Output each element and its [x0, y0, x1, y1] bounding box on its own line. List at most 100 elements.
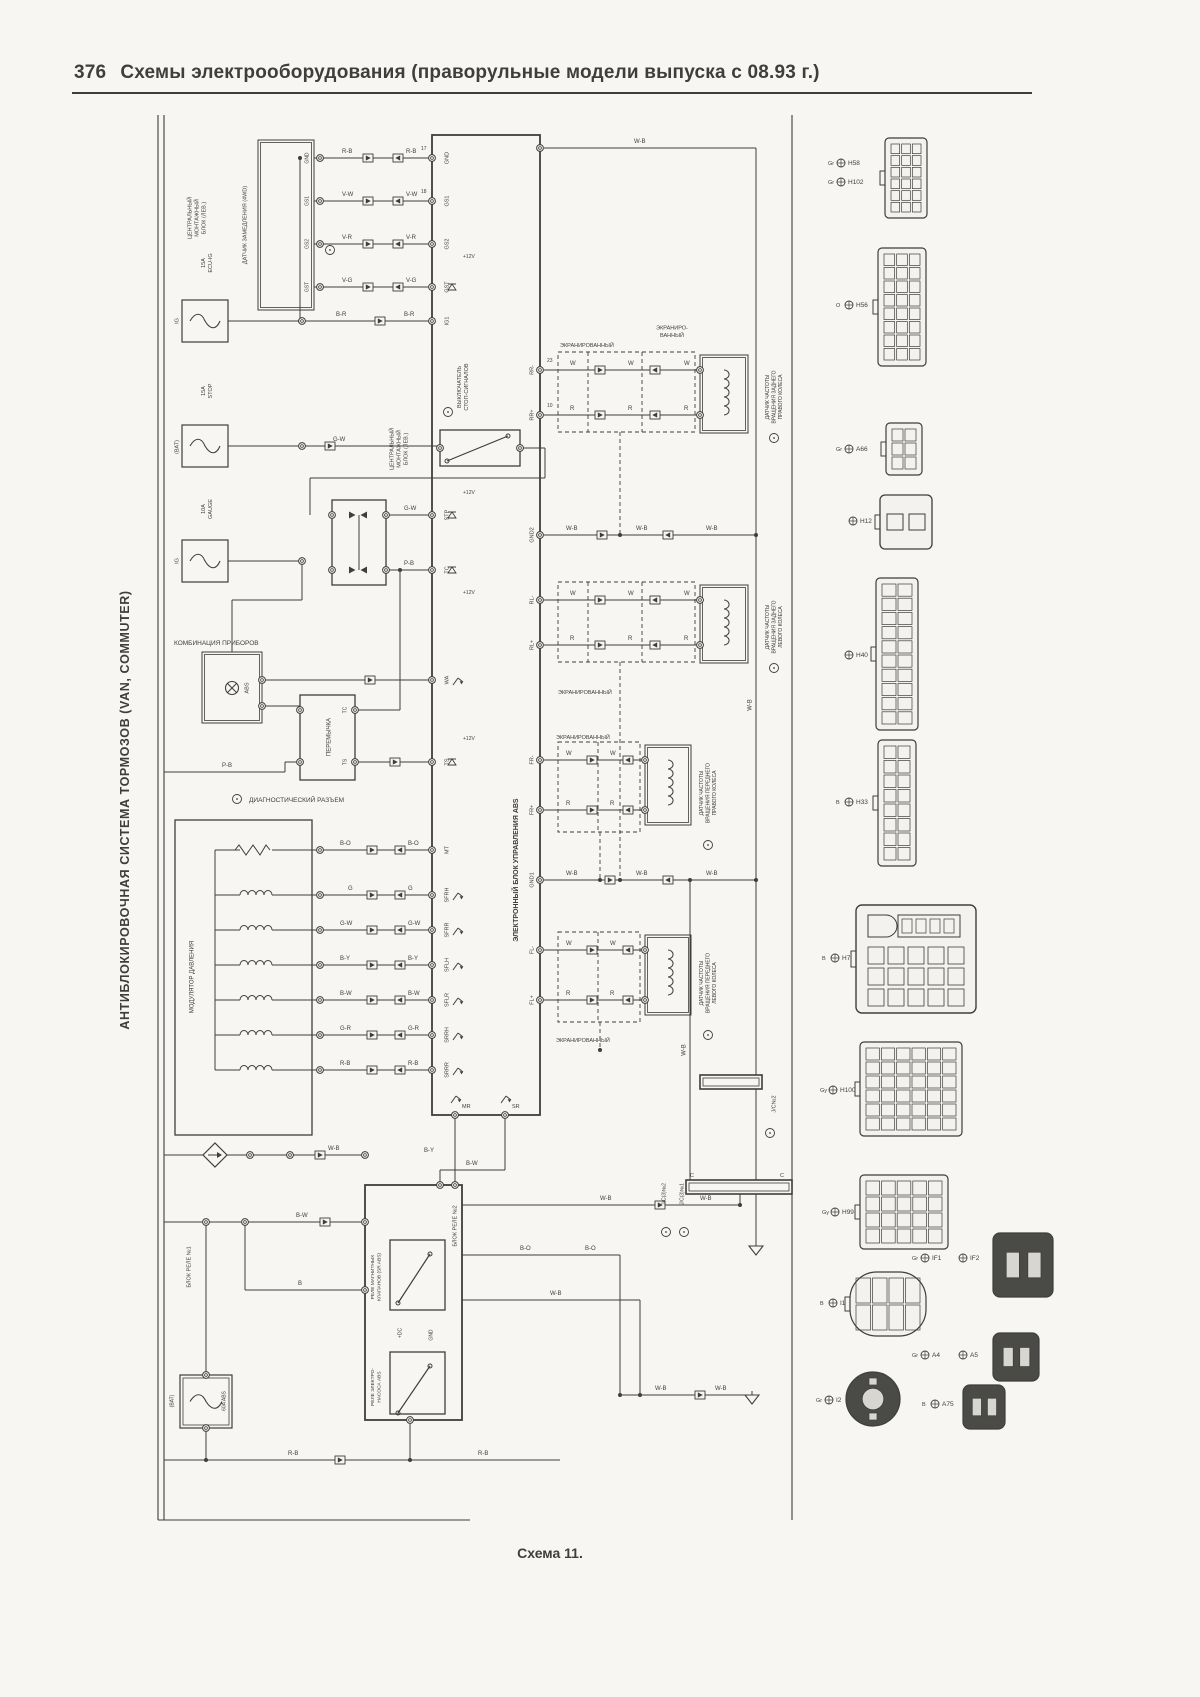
resistor-icon: [234, 844, 271, 856]
connector-latch: [854, 1081, 861, 1097]
inline-connector: [395, 241, 401, 247]
connector-cavity: [1019, 1347, 1031, 1368]
rotated-label: FL+: [529, 995, 535, 1005]
connector-cavity: [971, 1397, 982, 1417]
connector-cavity: [891, 456, 904, 470]
rotated-label: SFRR: [444, 922, 450, 937]
transistor-icon: [450, 1095, 457, 1104]
inline-connector: [369, 847, 375, 853]
svg-text:10A: 10A: [201, 504, 207, 514]
wire-label: V-W: [342, 192, 354, 198]
switch-contact: [395, 1300, 401, 1306]
connector-pin: [361, 1286, 369, 1294]
svg-text:РЕЛЕ МАГНИТНЫХ: РЕЛЕ МАГНИТНЫХ: [370, 1254, 376, 1299]
connector-cavity: [896, 294, 908, 307]
inline-connector: [665, 877, 671, 883]
svg-text:W: W: [610, 941, 616, 947]
connector-cavity: [883, 321, 896, 334]
connector-pin: [202, 1218, 210, 1226]
svg-text:G-W: G-W: [404, 506, 417, 512]
connector-pin: [536, 144, 544, 152]
connector-cavity: [896, 1212, 912, 1228]
sensor-coil-icon: [667, 759, 674, 806]
connector-symbol-icon: [844, 444, 854, 454]
svg-text:R: R: [610, 801, 615, 807]
shield-dashed-box: [557, 741, 641, 833]
inline-connector: [369, 927, 375, 933]
inline-connector: [392, 759, 398, 765]
inline-connector: [395, 198, 401, 204]
svg-text:Gy: Gy: [822, 1210, 829, 1216]
connector-cavity: [897, 697, 913, 711]
connector-cavity: [897, 711, 913, 725]
svg-text:ДАТЧИК ЧАСТОТЫ: ДАТЧИК ЧАСТОТЫ: [699, 960, 705, 1005]
svg-text:V-W: V-W: [406, 192, 418, 198]
connector-cavity: [880, 1061, 896, 1075]
svg-text:B-W: B-W: [296, 1213, 308, 1219]
connector-pin: [246, 1151, 254, 1159]
connector-cavity: [897, 654, 913, 668]
connector-cavity: [896, 253, 908, 266]
svg-text:FR-: FR-: [529, 755, 535, 764]
connector-pin: [536, 366, 544, 374]
wire-label: R: [684, 406, 689, 412]
connector-illustration: [962, 1384, 1006, 1430]
shield-dashed-box: [557, 931, 641, 1023]
connector-cavity: [901, 190, 911, 201]
rotated-label: SFLH: [444, 958, 450, 972]
connector-cavity: [891, 442, 904, 456]
connector-illustration: [879, 494, 933, 550]
svg-text:ЭКРАНИРОВАННЫЙ: ЭКРАНИРОВАННЫЙ: [556, 733, 610, 741]
svg-text:R: R: [684, 406, 689, 412]
svg-text:FL-: FL-: [529, 946, 535, 954]
svg-text:V-W: V-W: [342, 192, 354, 198]
connector-pin: [248, 1153, 252, 1157]
page-title: Схемы электрооборудования (праворульные …: [120, 62, 820, 83]
solenoid-coil-icon: [239, 960, 273, 966]
connector-cavity: [926, 1089, 942, 1103]
svg-text:17: 17: [421, 146, 427, 152]
junction-dot: [638, 1393, 642, 1397]
svg-text:G-R: G-R: [340, 1026, 352, 1032]
sensor-coil-icon: [667, 949, 674, 996]
sensor-coil-icon: [723, 599, 730, 646]
connector-cavity: [897, 803, 911, 817]
connector-pin: [641, 756, 649, 764]
inline-connector: [589, 997, 595, 1003]
diode-icon: [447, 511, 457, 519]
connector-cavity: [867, 988, 885, 1007]
svg-text:ABS: ABS: [244, 682, 250, 693]
connector-cavity: [907, 967, 925, 986]
svg-text:R-B: R-B: [408, 1061, 418, 1067]
connector-cavity: [872, 1304, 888, 1331]
connector-cavity: [896, 1117, 911, 1131]
inline-connector: [652, 412, 658, 418]
connector-cavity: [865, 1180, 880, 1196]
connector-pin: [316, 846, 324, 854]
connector-cavity: [890, 155, 901, 166]
connector-cavity: [880, 1075, 896, 1089]
svg-text:(BAT): (BAT): [174, 440, 180, 454]
connector-illustration: [859, 1174, 949, 1250]
connector-latch: [870, 646, 877, 662]
connector-cavity: [942, 1117, 957, 1131]
svg-text:МОНТАЖНЫЙ: МОНТАЖНЫЙ: [192, 199, 200, 237]
connector-cavity: [907, 946, 925, 965]
connector-cavity: [890, 166, 901, 178]
connector-pin: [316, 1066, 324, 1074]
svg-text:ПРАВОГО КОЛЕСА: ПРАВОГО КОЛЕСА: [778, 374, 784, 419]
connector-pin: [318, 848, 322, 852]
connector-cavity: [867, 967, 885, 986]
connector-cavity: [891, 428, 904, 442]
connector-symbol-icon: [830, 953, 840, 963]
svg-text:GND: GND: [428, 1329, 434, 1341]
bus-bar-inner: [702, 1077, 760, 1087]
solenoid-relay-box: [389, 1239, 446, 1311]
wire-label: P-B: [222, 763, 232, 769]
svg-text:МОДУЛЯТОР ДАВЛЕНИЯ: МОДУЛЯТОР ДАВЛЕНИЯ: [190, 941, 196, 1013]
connector-cavity: [928, 1228, 943, 1244]
